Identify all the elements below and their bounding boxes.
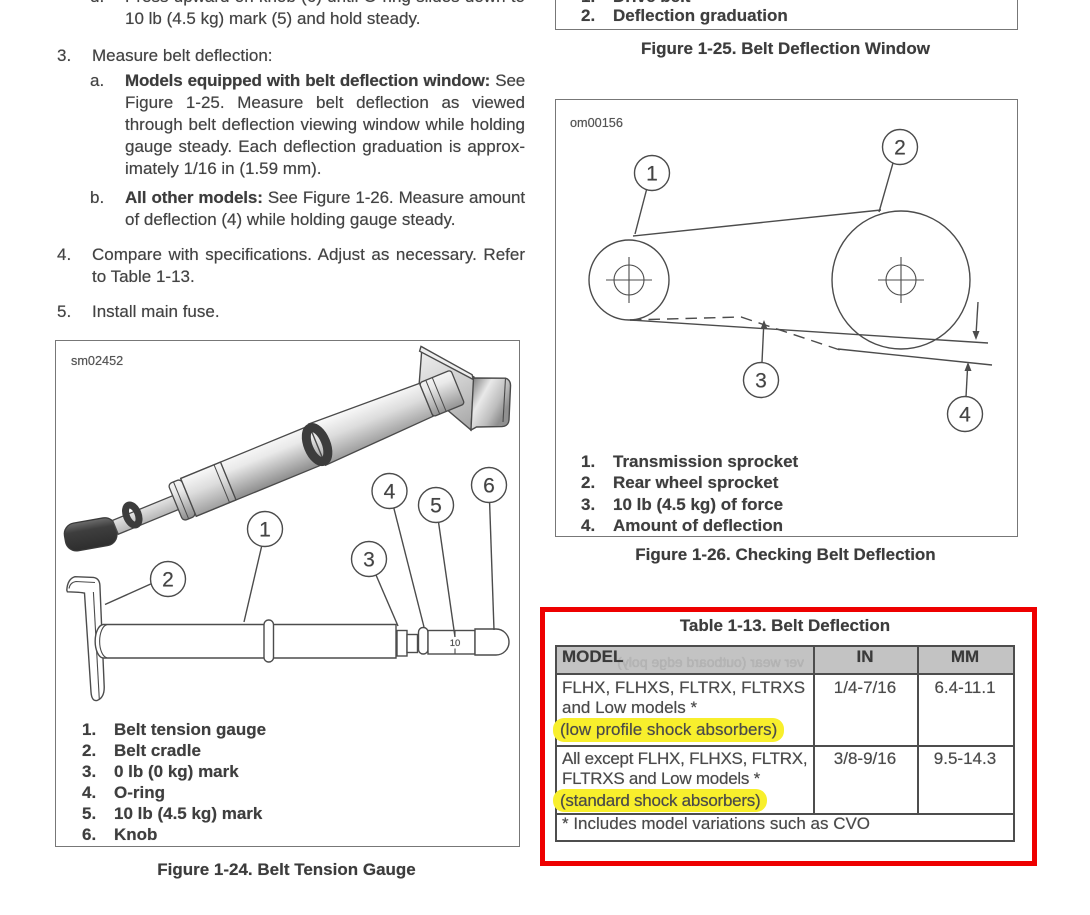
svg-text:5: 5: [430, 495, 442, 518]
svg-text:3: 3: [363, 549, 375, 572]
svg-text:2: 2: [894, 137, 906, 160]
svg-text:6: 6: [483, 475, 495, 498]
svg-text:10: 10: [450, 638, 461, 649]
svg-text:2: 2: [162, 569, 174, 592]
svg-text:4: 4: [384, 481, 396, 504]
svg-text:3: 3: [755, 370, 767, 393]
svg-text:1: 1: [646, 163, 658, 186]
svg-text:1: 1: [259, 519, 271, 542]
svg-text:4: 4: [959, 404, 971, 427]
